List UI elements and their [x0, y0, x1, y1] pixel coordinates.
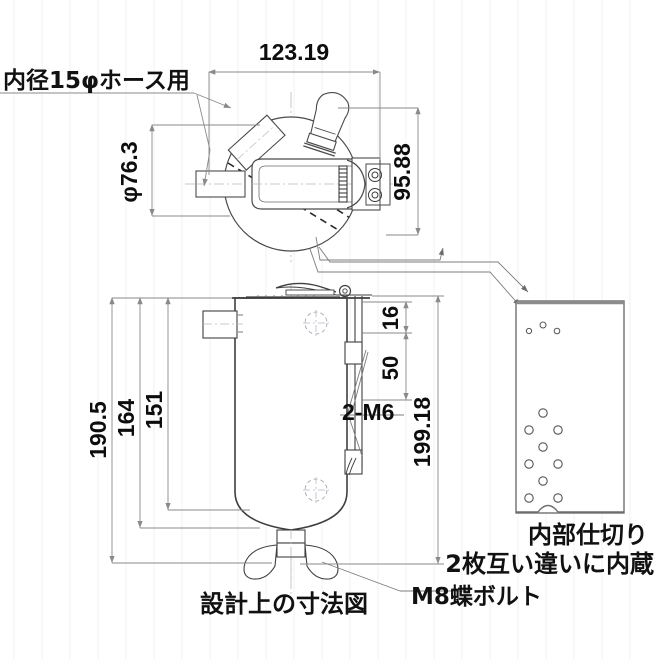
tank-body-profile [234, 297, 348, 531]
dim-text-side-total: 190.5 [85, 401, 111, 459]
side-view-left-dimensions [109, 297, 272, 564]
drawing-title-label: 設計上の寸法図 [200, 590, 368, 618]
latch-block-assembly [338, 157, 391, 211]
hose-note-leaders [0, 92, 232, 187]
internal-partition-plate-view [515, 300, 625, 514]
top-view-dimensions [149, 69, 421, 236]
plate-upper-hole-cluster [525, 321, 561, 335]
dim-text-top-height: 95.88 [389, 143, 415, 201]
mount-boss-upper [344, 341, 363, 365]
side-hose-nozzle [202, 310, 243, 339]
dim-text-side-right-total: 199.18 [409, 397, 435, 468]
lower-port-detail [303, 477, 329, 503]
bolt-leader-line [321, 561, 401, 592]
upper-left-hose-port [227, 114, 286, 171]
leader-to-plate-1 [318, 246, 529, 293]
plate-bottom-notch [537, 504, 559, 513]
clamp-lever-handle [303, 92, 350, 157]
m6-leader-lower [347, 413, 363, 457]
partition-note-line2: 2枚互い違いに内蔵 [445, 550, 654, 578]
hose-leader-to-upper-port [193, 92, 232, 109]
dim-text-mount-spacing: 50 [378, 356, 403, 380]
thread-note-label: 2-M6 [342, 399, 394, 425]
m6-note-leaders [340, 349, 404, 457]
plate-lower-hole-matrix [524, 408, 563, 503]
left-hose-port [195, 170, 246, 198]
partition-plate-outline [515, 300, 625, 514]
dim-text-top-diameter: φ76.3 [116, 141, 142, 202]
bolt-note-leader [321, 561, 470, 592]
m6-leader-upper [347, 349, 367, 413]
mounting-rail [344, 296, 363, 476]
dim-text-mount-top: 16 [378, 306, 403, 330]
partition-leader-lines [309, 236, 529, 307]
side-elevation-view [202, 282, 372, 600]
wing-right [304, 544, 339, 580]
mount-boss-lower [344, 449, 363, 475]
upper-port-detail [303, 310, 329, 336]
m6-leader-upper-2 [351, 351, 369, 413]
bolt-note-label: M8蝶ボルト [411, 584, 542, 610]
side-view-right-dimensions [300, 295, 444, 565]
dim-text-side-body: 164 [113, 399, 139, 438]
hose-leader-to-left-port [196, 94, 211, 187]
hose-note-label: 内径15φホース用 [3, 68, 190, 94]
dim-text-side-inner: 151 [141, 391, 167, 430]
m8-wing-bolt [243, 529, 339, 580]
partition-note-line1: 内部仕切り [528, 521, 648, 549]
wing-left [243, 544, 278, 580]
leader-to-plate-2 [309, 248, 521, 307]
leader-upper-branch [315, 236, 444, 261]
lid-clamp-lever [246, 282, 372, 298]
top-plan-view [185, 92, 400, 262]
dim-text-top-width: 123.19 [259, 39, 329, 65]
